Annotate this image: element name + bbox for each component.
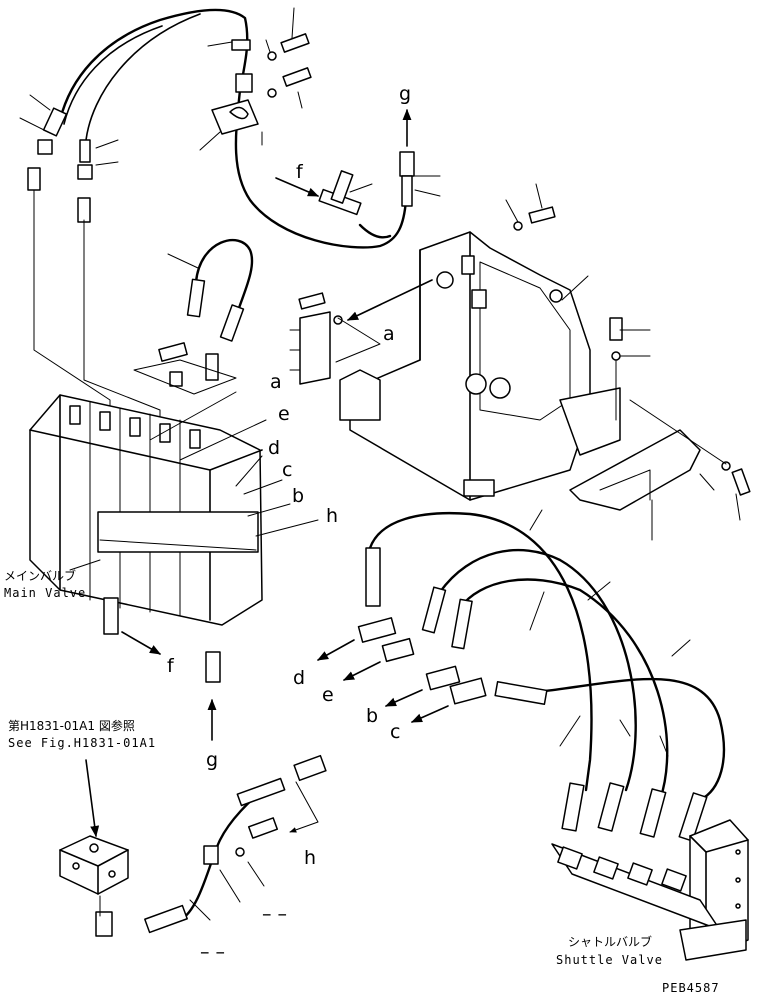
dash-mark-1: – – xyxy=(262,903,287,925)
bottom-left-assembly xyxy=(59,754,327,937)
shuttle-valve-caption-en: Shuttle Valve xyxy=(556,953,663,967)
see-fig-caption-jp: 第H1831-01A1 図参照 xyxy=(8,718,135,733)
label-e-valve: e xyxy=(278,403,290,425)
label-f-top: f xyxy=(296,161,304,183)
label-a-bracket: a xyxy=(383,323,395,345)
label-e-fitting: e xyxy=(322,684,334,706)
see-fig-caption-en: See Fig.H1831-01A1 xyxy=(8,736,156,750)
label-d-fitting: d xyxy=(293,667,305,689)
top-hose-assembly xyxy=(19,7,441,249)
label-d-valve: d xyxy=(268,437,280,459)
shuttle-hoses xyxy=(317,509,726,842)
label-b-fitting: b xyxy=(366,705,378,727)
label-a-valve: a xyxy=(270,371,282,393)
label-g-valve: g xyxy=(206,749,218,771)
label-h-bottom: h xyxy=(304,847,316,869)
dash-mark-2: – – xyxy=(200,941,225,963)
shuttle-valve xyxy=(551,819,749,961)
mid-hose xyxy=(133,238,254,395)
label-c-valve: c xyxy=(282,459,292,481)
main-valve-caption-en: Main Valve xyxy=(4,586,86,600)
label-f-valve: f xyxy=(167,655,175,677)
shuttle-valve-caption-jp: シャトルバルブ xyxy=(568,934,652,949)
drawing-number: PEB4587 xyxy=(662,981,720,995)
label-h-valve: h xyxy=(326,505,338,527)
label-c-fitting: c xyxy=(390,721,400,743)
label-g-top: g xyxy=(399,83,411,105)
label-b-valve: b xyxy=(292,485,304,507)
bracket-assembly xyxy=(289,183,751,541)
main-valve-caption-jp: メインバルブ xyxy=(4,568,76,583)
main-valve-body xyxy=(29,391,319,741)
